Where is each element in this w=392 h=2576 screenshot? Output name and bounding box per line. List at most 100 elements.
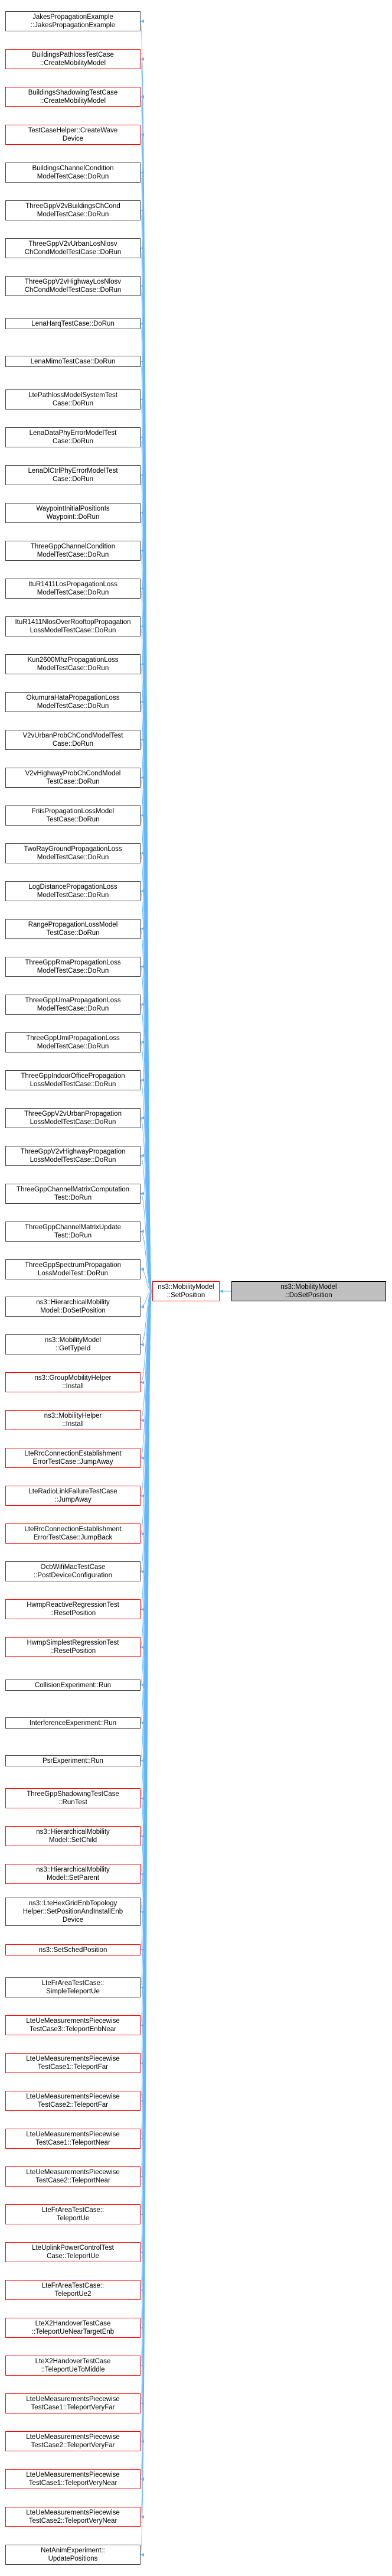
caller-node[interactable]: ns3::HierarchicalMobility Model::DoSetPo… bbox=[5, 1297, 141, 1317]
caller-node[interactable]: ns3::MobilityModel ::GetTypeId bbox=[5, 1334, 141, 1354]
caller-node-label: ns3::MobilityModel ::GetTypeId bbox=[44, 1337, 102, 1352]
caller-node[interactable]: LogDistancePropagationLoss ModelTestCase… bbox=[5, 881, 141, 901]
caller-node[interactable]: LteFrAreaTestCase:: SimpleTeleportUe bbox=[5, 1977, 141, 1997]
caller-node[interactable]: LteUeMeasurementsPiecewise TestCase2::Te… bbox=[5, 2431, 141, 2451]
caller-node-label: ThreeGppUmaPropagationLoss ModelTestCase… bbox=[25, 997, 121, 1012]
caller-node[interactable]: ThreeGppSpectrumPropagation LossModelTes… bbox=[5, 1259, 141, 1279]
caller-node[interactable]: BuildingsShadowingTestCase ::CreateMobil… bbox=[5, 87, 141, 107]
caller-node[interactable]: LteUeMeasurementsPiecewise TestCase1::Te… bbox=[5, 2469, 141, 2489]
caller-node[interactable]: ThreeGppChannelCondition ModelTestCase::… bbox=[5, 541, 141, 561]
caller-node-label: ns3::LteHexGridEnbTopology Helper::SetPo… bbox=[22, 1900, 123, 1924]
caller-node[interactable]: PsrExperiment::Run bbox=[5, 1755, 141, 1766]
caller-node-label: LteUeMeasurementsPiecewise TestCase1::Te… bbox=[26, 2471, 120, 2487]
caller-node-label: LteUplinkPowerControlTest Case::Teleport… bbox=[32, 2244, 114, 2260]
caller-node-label: ThreeGppSpectrumPropagation LossModelTes… bbox=[24, 1262, 121, 1277]
caller-node-label: TwoRayGroundPropagationLoss ModelTestCas… bbox=[24, 846, 122, 861]
caller-node-label: LteRrcConnectionEstablishment ErrorTestC… bbox=[24, 1450, 122, 1466]
caller-node[interactable]: OcbWifiMacTestCase ::PostDeviceConfigura… bbox=[5, 1561, 141, 1581]
caller-node-label: V2vUrbanProbChCondModelTest Case::DoRun bbox=[22, 732, 123, 748]
caller-node[interactable]: LteUeMeasurementsPiecewise TestCase3::Te… bbox=[5, 2015, 141, 2035]
caller-node[interactable]: RangePropagationLossModel TestCase::DoRu… bbox=[5, 919, 141, 939]
caller-node[interactable]: LteUeMeasurementsPiecewise TestCase2::Te… bbox=[5, 2166, 141, 2187]
caller-node[interactable]: FriisPropagationLossModel TestCase::DoRu… bbox=[5, 805, 141, 826]
caller-node[interactable]: LteUeMeasurementsPiecewise TestCase1::Te… bbox=[5, 2053, 141, 2073]
caller-node[interactable]: BuildingsChannelCondition ModelTestCase:… bbox=[5, 163, 141, 183]
caller-node[interactable]: ns3::GroupMobilityHelper ::Install bbox=[5, 1372, 141, 1392]
caller-node[interactable]: LteFrAreaTestCase:: TeleportUe bbox=[5, 2204, 141, 2224]
caller-node[interactable]: LteUeMeasurementsPiecewise TestCase2::Te… bbox=[5, 2507, 141, 2527]
caller-node-label: LteUeMeasurementsPiecewise TestCase3::Te… bbox=[26, 2018, 120, 2033]
caller-node[interactable]: ns3::MobilityHelper ::Install bbox=[5, 1410, 141, 1430]
caller-node[interactable]: LteUplinkPowerControlTest Case::Teleport… bbox=[5, 2242, 141, 2262]
caller-node[interactable]: LteX2HandoverTestCase ::TeleportUeToMidd… bbox=[5, 2356, 141, 2376]
caller-node-label: JakesPropagationExample ::JakesPropagati… bbox=[30, 14, 116, 29]
caller-node-label: HwmpReactiveRegressionTest ::ResetPositi… bbox=[27, 1602, 119, 1617]
caller-node[interactable]: ItuR1411NlosOverRooftopPropagation LossM… bbox=[5, 616, 141, 636]
caller-node[interactable]: ns3::SetSchedPosition bbox=[5, 1944, 141, 1955]
caller-node[interactable]: ThreeGppV2vUrbanLosNlosv ChCondModelTest… bbox=[5, 238, 141, 258]
caller-node-label: LteUeMeasurementsPiecewise TestCase2::Te… bbox=[26, 2093, 120, 2109]
caller-node[interactable]: BuildingsPathlossTestCase ::CreateMobili… bbox=[5, 49, 141, 69]
caller-node-label: ThreeGppV2vUrbanPropagation LossModelTes… bbox=[24, 1110, 122, 1126]
caller-node-label: ItuR1411LosPropagationLoss ModelTestCase… bbox=[28, 581, 117, 596]
call-edge bbox=[140, 1191, 152, 1292]
caller-node-label: V2vHighwayProbChCondModel TestCase::DoRu… bbox=[25, 770, 121, 785]
caller-node[interactable]: InterferenceExperiment::Run bbox=[5, 1717, 141, 1729]
caller-node[interactable]: NetAnimExperiment:: UpdatePositions bbox=[5, 2545, 141, 2565]
caller-node[interactable]: CollisionExperiment::Run bbox=[5, 1680, 141, 1691]
caller-node[interactable]: ns3::HierarchicalMobility Model::SetChil… bbox=[5, 1826, 141, 1846]
caller-node[interactable]: LenaMimoTestCase::DoRun bbox=[5, 356, 141, 367]
caller-node[interactable]: JakesPropagationExample ::JakesPropagati… bbox=[5, 11, 141, 31]
caller-node[interactable]: ThreeGppV2vHighwayLosNlosv ChCondModelTe… bbox=[5, 276, 141, 296]
caller-node-label: ThreeGppUmiPropagationLoss ModelTestCase… bbox=[26, 1035, 120, 1050]
caller-node[interactable]: ThreeGppRmaPropagationLoss ModelTestCase… bbox=[5, 957, 141, 977]
caller-node[interactable]: ns3::HierarchicalMobility Model::SetPare… bbox=[5, 1864, 141, 1884]
caller-node-label: ns3::GroupMobilityHelper ::Install bbox=[34, 1375, 112, 1390]
caller-node[interactable]: ThreeGppChannelMatrixUpdate Test::DoRun bbox=[5, 1222, 141, 1242]
caller-node[interactable]: ThreeGppUmiPropagationLoss ModelTestCase… bbox=[5, 1032, 141, 1053]
caller-node[interactable]: LteRrcConnectionEstablishment ErrorTestC… bbox=[5, 1523, 141, 1544]
call-edge bbox=[140, 1291, 152, 1347]
caller-node-label: LtePathlossModelSystemTest Case::DoRun bbox=[28, 392, 117, 407]
caller-node-label: NetAnimExperiment:: UpdatePositions bbox=[41, 2547, 105, 2562]
caller-node[interactable]: LteX2HandoverTestCase ::TeleportUeNearTa… bbox=[5, 2318, 141, 2338]
caller-node[interactable]: ThreeGppShadowingTestCase ::RunTest bbox=[5, 1788, 141, 1808]
caller-node-label: ThreeGppChannelMatrixUpdate Test::DoRun bbox=[24, 1224, 121, 1239]
caller-node[interactable]: TestCaseHelper::CreateWave Device bbox=[5, 125, 141, 145]
caller-node[interactable]: ThreeGppV2vHighwayPropagation LossModelT… bbox=[5, 1146, 141, 1166]
caller-node-label: LteUeMeasurementsPiecewise TestCase1::Te… bbox=[26, 2131, 120, 2146]
caller-node-label: OcbWifiMacTestCase ::PostDeviceConfigura… bbox=[34, 1564, 112, 1579]
caller-node[interactable]: ThreeGppIndoorOfficePropagation LossMode… bbox=[5, 1070, 141, 1090]
set-position-node[interactable]: ns3::MobilityModel ::SetPosition bbox=[152, 1281, 220, 1301]
root-node-do-set-position-label: ns3::MobilityModel ::DoSetPosition bbox=[280, 1284, 337, 1299]
caller-node[interactable]: WaypointInitialPositionIs Waypoint::DoRu… bbox=[5, 503, 141, 523]
caller-node[interactable]: LteUeMeasurementsPiecewise TestCase2::Te… bbox=[5, 2091, 141, 2111]
caller-node[interactable]: ThreeGppChannelMatrixComputation Test::D… bbox=[5, 1184, 141, 1204]
caller-node[interactable]: LtePathlossModelSystemTest Case::DoRun bbox=[5, 389, 141, 410]
caller-node[interactable]: LteRrcConnectionEstablishment ErrorTestC… bbox=[5, 1448, 141, 1468]
caller-node[interactable]: LteUeMeasurementsPiecewise TestCase1::Te… bbox=[5, 2129, 141, 2149]
caller-node[interactable]: ThreeGppV2vBuildingsChCond ModelTestCase… bbox=[5, 200, 141, 220]
caller-node[interactable]: HwmpReactiveRegressionTest ::ResetPositi… bbox=[5, 1599, 141, 1619]
root-node-do-set-position[interactable]: ns3::MobilityModel ::DoSetPosition bbox=[231, 1281, 386, 1301]
caller-node[interactable]: LenaHarqTestCase::DoRun bbox=[5, 318, 141, 329]
caller-node[interactable]: LteFrAreaTestCase:: TeleportUe2 bbox=[5, 2280, 141, 2300]
caller-node[interactable]: ItuR1411LosPropagationLoss ModelTestCase… bbox=[5, 579, 141, 599]
caller-node[interactable]: TwoRayGroundPropagationLoss ModelTestCas… bbox=[5, 843, 141, 863]
caller-node[interactable]: ThreeGppV2vUrbanPropagation LossModelTes… bbox=[5, 1108, 141, 1128]
caller-node[interactable]: HwmpSimplestRegressionTest ::ResetPositi… bbox=[5, 1637, 141, 1657]
caller-node[interactable]: V2vHighwayProbChCondModel TestCase::DoRu… bbox=[5, 768, 141, 788]
caller-node-label: ns3::HierarchicalMobility Model::SetPare… bbox=[36, 1866, 110, 1882]
caller-node[interactable]: OkumuraHataPropagationLoss ModelTestCase… bbox=[5, 692, 141, 712]
caller-node[interactable]: Kun2600MhzPropagationLoss ModelTestCase:… bbox=[5, 654, 141, 674]
caller-node-label: TestCaseHelper::CreateWave Device bbox=[28, 127, 118, 142]
caller-node[interactable]: ThreeGppUmaPropagationLoss ModelTestCase… bbox=[5, 995, 141, 1015]
caller-node[interactable]: V2vUrbanProbChCondModelTest Case::DoRun bbox=[5, 730, 141, 750]
caller-node[interactable]: LenaDlCtrlPhyErrorModelTest Case::DoRun bbox=[5, 465, 141, 485]
caller-node-label: BuildingsShadowingTestCase ::CreateMobil… bbox=[28, 89, 118, 105]
caller-node[interactable]: LenaDataPhyErrorModelTest Case::DoRun bbox=[5, 427, 141, 447]
caller-node[interactable]: ns3::LteHexGridEnbTopology Helper::SetPo… bbox=[5, 1898, 141, 1926]
call-edge bbox=[140, 1267, 152, 1292]
caller-node[interactable]: LteRadioLinkFailureTestCase ::JumpAway bbox=[5, 1486, 141, 1506]
caller-node[interactable]: LteUeMeasurementsPiecewise TestCase1::Te… bbox=[5, 2393, 141, 2413]
